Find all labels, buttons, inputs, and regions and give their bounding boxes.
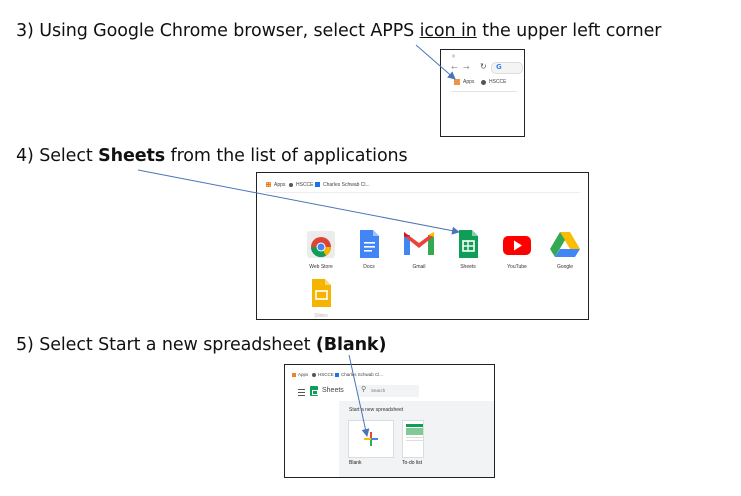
app-sheets[interactable]: Sheets <box>448 229 488 270</box>
window-close-x: × <box>451 53 457 60</box>
step-4-instruction: 4) Select Sheets from the list of applic… <box>16 146 408 166</box>
plus-icon <box>364 432 378 446</box>
todo-template-label: To-do list <box>402 460 423 466</box>
app-slides[interactable]: Slides <box>301 278 341 319</box>
step-5-instruction: 5) Select Start a new spreadsheet (Blank… <box>16 335 387 355</box>
drive-icon <box>550 229 580 259</box>
globe-icon <box>312 373 316 377</box>
schwab-icon <box>315 182 320 187</box>
reload-icon[interactable]: ↻ <box>480 62 487 71</box>
step-3-instruction: 3) Using Google Chrome browser, select A… <box>16 21 662 41</box>
search-box[interactable]: ⚲ Search <box>357 385 419 397</box>
google-g-icon: G <box>496 63 502 71</box>
apps-grid-icon[interactable] <box>454 79 460 85</box>
app-gmail[interactable]: Gmail <box>399 229 439 270</box>
app-docs[interactable]: Docs <box>349 229 389 270</box>
apps-bookmark[interactable]: Apps <box>274 182 286 188</box>
schwab-icon <box>335 373 339 377</box>
schwab-bookmark[interactable]: Charles Schwab Cl... <box>323 182 370 188</box>
web-store-icon <box>306 229 336 259</box>
apps-bookmark[interactable]: Apps <box>298 372 309 377</box>
hscce-bookmark[interactable]: HSCCE <box>318 372 334 377</box>
globe-icon <box>289 183 293 187</box>
sheets-logo-icon <box>310 386 318 396</box>
hscce-bookmark[interactable]: HSCCE <box>489 79 507 85</box>
forward-arrow-icon[interactable]: → <box>463 63 470 72</box>
globe-icon <box>481 80 486 85</box>
search-icon: ⚲ <box>361 385 367 393</box>
schwab-bookmark[interactable]: Charles Schwab Cl... <box>341 372 384 377</box>
back-arrow-icon[interactable]: ← <box>451 63 458 72</box>
apps-list-screenshot: Apps HSCCE Charles Schwab Cl... Web Stor… <box>256 172 589 320</box>
product-title: Sheets <box>322 387 344 394</box>
todo-template-card[interactable] <box>402 420 424 458</box>
bookmark-divider <box>265 192 580 193</box>
hamburger-menu-icon[interactable] <box>298 389 305 396</box>
youtube-icon <box>502 229 532 259</box>
sheets-icon <box>453 229 483 259</box>
apps-grid-icon <box>266 182 271 187</box>
app-youtube[interactable]: YouTube <box>497 229 537 270</box>
apps-bookmark-label[interactable]: Apps <box>463 79 475 85</box>
docs-icon <box>354 229 384 259</box>
app-web-store[interactable]: Web Store <box>301 229 341 270</box>
chrome-toolbar-screenshot: × ← → ↻ G Apps HSCCE <box>440 49 525 137</box>
slides-icon <box>306 278 336 308</box>
sheets-home-screenshot: Apps HSCCE Charles Schwab Cl... Sheets ⚲… <box>284 364 495 478</box>
blank-template-label: Blank <box>349 460 362 466</box>
search-placeholder: Search <box>371 388 386 393</box>
start-new-spreadsheet-label: Start a new spreadsheet <box>349 407 404 413</box>
hscce-bookmark[interactable]: HSCCE <box>296 182 314 188</box>
apps-grid-icon <box>292 373 296 377</box>
blank-template-card[interactable] <box>348 420 394 458</box>
gmail-icon <box>404 229 434 259</box>
address-bar[interactable]: G <box>491 62 523 74</box>
toolbar-divider <box>451 91 517 92</box>
app-google-drive[interactable]: Google <box>545 229 585 270</box>
